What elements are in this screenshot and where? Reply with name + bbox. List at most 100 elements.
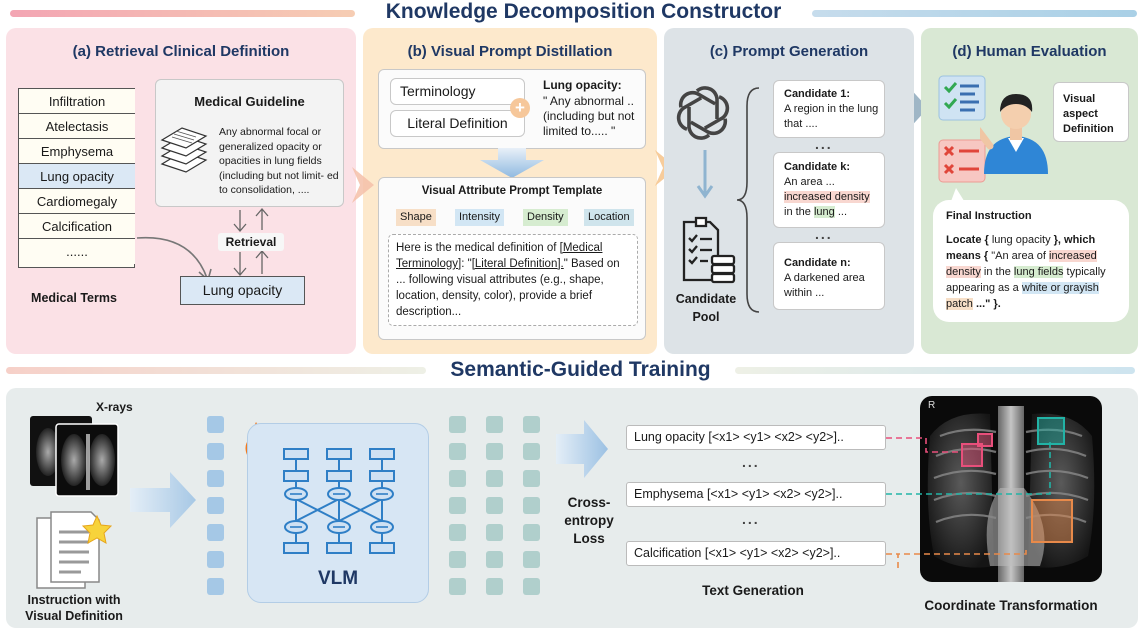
input-token [207, 524, 224, 541]
bottom-title-bar-right [735, 367, 1135, 374]
output-token [449, 416, 466, 433]
xray-stack-image [30, 416, 119, 497]
final-part: "An area of [991, 250, 1046, 262]
visual-aspect-definition-label: Visual aspect Definition [1063, 93, 1114, 135]
loss-label: Cross-entropy Loss [564, 495, 614, 546]
term-item: Infiltration [19, 89, 135, 114]
template-placeholder-terminology: [Medical Terminology] [396, 242, 603, 270]
output-token [523, 578, 540, 595]
result-term-box: Lung opacity [180, 276, 305, 305]
final-highlight-lung: lung fields [1013, 266, 1064, 278]
definition-text: " Any abnormal .. (including but not lim… [543, 94, 635, 138]
output-token [523, 470, 540, 487]
final-part: in the [983, 266, 1011, 278]
top-title: Knowledge Decomposition Constructor [385, 0, 782, 23]
candidate-k-part: ... [837, 206, 848, 218]
output-token [449, 524, 466, 541]
document-stack-icon [160, 127, 208, 173]
term-item-selected: Lung opacity [19, 164, 135, 189]
candidate-pool-label: Candidate Pool [675, 292, 737, 324]
output-token [523, 416, 540, 433]
final-instruction-title: Final Instruction [946, 210, 1032, 222]
candidate-k-part: in the [784, 206, 811, 218]
title-bar-left [10, 10, 355, 17]
output-dots: ... [742, 511, 760, 527]
instruction-document-icon [36, 511, 113, 589]
output-token [523, 524, 540, 541]
output-token [486, 551, 503, 568]
template-placeholder-definition: [Literal Definition]. [471, 258, 564, 270]
final-part: typically appearing as a [946, 266, 1106, 294]
coordinate-transformation-label: Coordinate Transformation [924, 598, 1098, 613]
candidate-1-text: A region in the lung that .... [784, 103, 879, 130]
medical-terms-caption: Medical Terms [31, 291, 117, 305]
evaluator-person-icon [980, 94, 1048, 174]
plus-icon: + [510, 98, 530, 118]
candidate-n-title: Candidate n: [784, 257, 851, 269]
output-token [449, 578, 466, 595]
medical-terms-list: Infiltration Atelectasis Emphysema Lung … [18, 88, 135, 268]
candidate-dots: ... [815, 136, 833, 152]
instruction-label: Instruction with Visual Definition [25, 593, 123, 623]
term-to-result-arrow [136, 236, 212, 282]
retrieval-label: Retrieval [218, 233, 284, 251]
candidate-k-title: Candidate k: [784, 161, 851, 173]
candidate-1-box [773, 80, 885, 138]
final-instruction-text: Locate { lung opacity }, which means { "… [946, 232, 1122, 312]
candidate-pool-icon [682, 216, 736, 284]
panel-b-header: (b) Visual Prompt Distillation [407, 43, 613, 60]
input-token [207, 497, 224, 514]
input-token-column [207, 416, 224, 616]
checklist-rejected-icon [938, 139, 986, 183]
terminology-box: Terminology [390, 78, 525, 105]
term-item: Emphysema [19, 139, 135, 164]
output-token [523, 551, 540, 568]
input-token [207, 470, 224, 487]
output-token [486, 443, 503, 460]
input-token [207, 443, 224, 460]
term-item: Atelectasis [19, 114, 135, 139]
output-token [486, 497, 503, 514]
medical-guideline-title: Medical Guideline [194, 94, 305, 109]
visual-aspect-definition-box [1053, 82, 1129, 142]
output-token [449, 443, 466, 460]
distill-down-arrow [480, 148, 544, 178]
definition-title: Lung opacity: [543, 78, 622, 92]
checklist-approved-icon [938, 75, 986, 121]
neural-network-icon [283, 448, 395, 554]
final-part: ..." }. [975, 298, 1001, 310]
output-token [486, 578, 503, 595]
title-bar-right [812, 10, 1137, 17]
openai-logo-icon [676, 86, 730, 140]
output-token-grid [449, 416, 541, 616]
panel-d-header: (d) Human Evaluation [952, 43, 1107, 60]
final-part: }, which means { [946, 234, 1096, 262]
medical-guideline-text: Any abnormal focal or generalized opacit… [219, 126, 339, 196]
candidate-dots: ... [815, 226, 833, 242]
output-calcification: Calcification [<x1> <y1> <x2> <y2>].. [626, 541, 886, 566]
input-token [207, 416, 224, 433]
bottom-title: Semantic-Guided Training [450, 358, 711, 381]
candidate-n-text: A darkened area within ... [784, 272, 865, 299]
input-token [207, 578, 224, 595]
output-dots: ... [742, 454, 760, 470]
final-term: lung opacity [991, 234, 1051, 246]
output-arrow [556, 420, 608, 478]
final-highlight-shape: patch [946, 298, 973, 310]
candidate-k-highlight-lung: lung [813, 206, 835, 218]
output-token [486, 416, 503, 433]
candidate-n-box [773, 242, 885, 310]
output-token [486, 470, 503, 487]
output-token [486, 524, 503, 541]
literal-definition-box: Literal Definition [390, 110, 525, 137]
input-token [207, 551, 224, 568]
attribute-location: Location [584, 209, 634, 226]
bottom-title-bar-left [6, 367, 426, 374]
output-token [449, 497, 466, 514]
prompt-template-body: Here is the medical definition of [Medic… [388, 234, 638, 326]
attribute-intensity: Intensity [455, 209, 504, 226]
panel-a-header: (a) Retrieval Clinical Definition [72, 43, 290, 60]
panel-c-header: (c) Prompt Generation [709, 43, 869, 60]
prompt-template-title: Visual Attribute Prompt Template [421, 185, 603, 197]
term-item: Cardiomegaly [19, 189, 135, 214]
